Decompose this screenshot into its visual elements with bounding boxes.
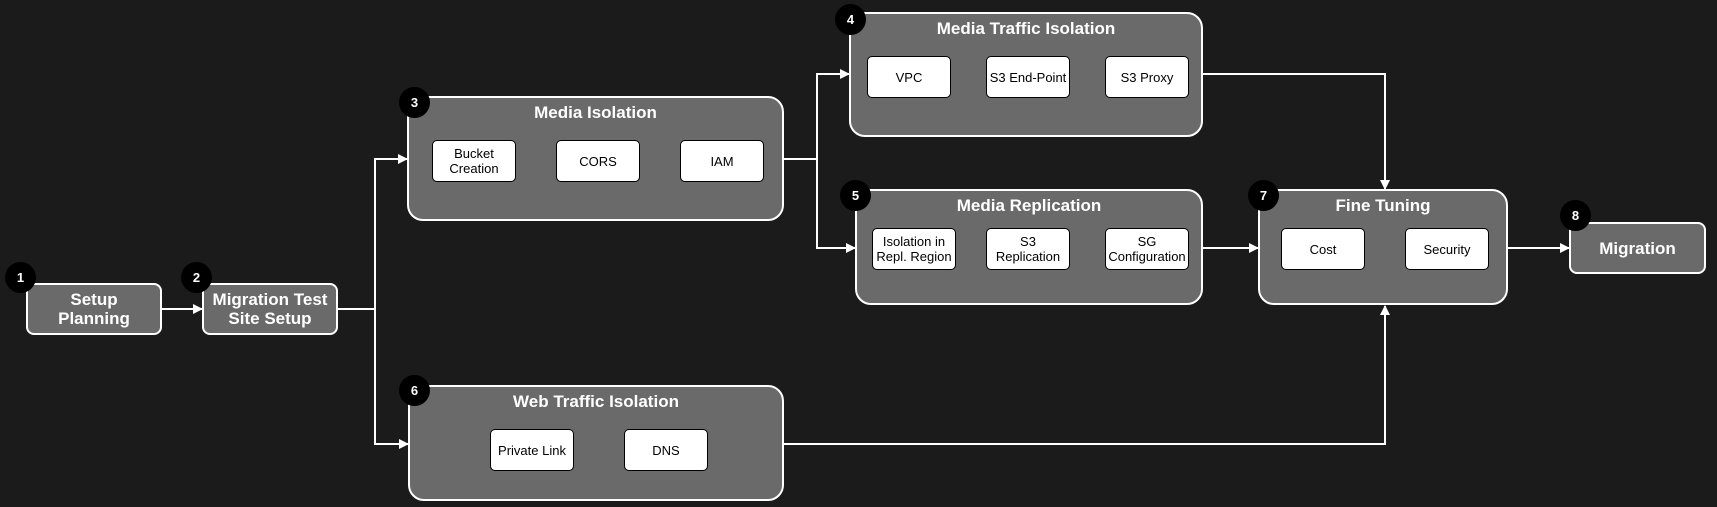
stage-setup-planning[interactable]: Setup Planning bbox=[26, 283, 162, 335]
task-sg-configuration[interactable]: SG Configuration bbox=[1105, 228, 1189, 270]
group-fine-tuning[interactable]: Fine Tuning Cost Security bbox=[1258, 189, 1508, 305]
group-web-traffic-isolation[interactable]: Web Traffic Isolation Private Link DNS bbox=[408, 385, 784, 501]
stage-migration-label: Migration bbox=[1599, 238, 1676, 258]
task-s3-replication[interactable]: S3 Replication bbox=[986, 228, 1070, 270]
task-iam[interactable]: IAM bbox=[680, 140, 764, 182]
group-fine-tuning-title: Fine Tuning bbox=[1335, 196, 1431, 215]
task-vpc[interactable]: VPC bbox=[867, 56, 951, 98]
step-badge-7: 7 bbox=[1248, 180, 1279, 211]
step-badge-4: 4 bbox=[835, 4, 866, 35]
group-web-traffic-isolation-title: Web Traffic Isolation bbox=[513, 392, 679, 411]
task-s3-proxy[interactable]: S3 Proxy bbox=[1105, 56, 1189, 98]
task-s3-end-point[interactable]: S3 End-Point bbox=[986, 56, 1070, 98]
group-media-replication[interactable]: Media Replication Isolation in Repl. Reg… bbox=[855, 189, 1203, 305]
connector-4-to-7 bbox=[1203, 73, 1390, 190]
task-cors[interactable]: CORS bbox=[556, 140, 640, 182]
step-badge-2: 2 bbox=[181, 262, 212, 293]
step-badge-6: 6 bbox=[399, 375, 430, 406]
group-media-traffic-isolation[interactable]: Media Traffic Isolation VPC S3 End-Point… bbox=[849, 12, 1203, 137]
connector-6-to-7 bbox=[784, 305, 1390, 445]
stage-setup-planning-label: Setup Planning bbox=[58, 290, 130, 328]
task-bucket-creation[interactable]: Bucket Creation bbox=[432, 140, 516, 182]
task-private-link[interactable]: Private Link bbox=[490, 429, 574, 471]
group-media-isolation[interactable]: Media Isolation Bucket Creation CORS IAM bbox=[407, 96, 784, 221]
group-media-replication-title: Media Replication bbox=[956, 196, 1102, 215]
stage-migration-test-label: Migration Test Site Setup bbox=[212, 290, 328, 328]
group-media-traffic-isolation-title: Media Traffic Isolation bbox=[936, 19, 1116, 38]
task-dns[interactable]: DNS bbox=[624, 429, 708, 471]
step-badge-8: 8 bbox=[1560, 200, 1591, 231]
stage-migration-test-site-setup[interactable]: Migration Test Site Setup bbox=[202, 283, 338, 335]
step-badge-5: 5 bbox=[840, 180, 871, 211]
step-badge-3: 3 bbox=[399, 87, 430, 118]
task-isolation-in-repl-region[interactable]: Isolation in Repl. Region bbox=[872, 228, 956, 270]
group-media-isolation-title: Media Isolation bbox=[534, 103, 657, 122]
task-cost[interactable]: Cost bbox=[1281, 228, 1365, 270]
connector-2-to-6 bbox=[374, 309, 409, 449]
stage-migration[interactable]: Migration bbox=[1569, 222, 1706, 274]
connector-2-to-3 bbox=[338, 154, 408, 310]
step-badge-1: 1 bbox=[5, 262, 36, 293]
connector-3-to-5 bbox=[816, 159, 856, 253]
task-security[interactable]: Security bbox=[1405, 228, 1489, 270]
connector-3-to-4 bbox=[784, 69, 850, 160]
